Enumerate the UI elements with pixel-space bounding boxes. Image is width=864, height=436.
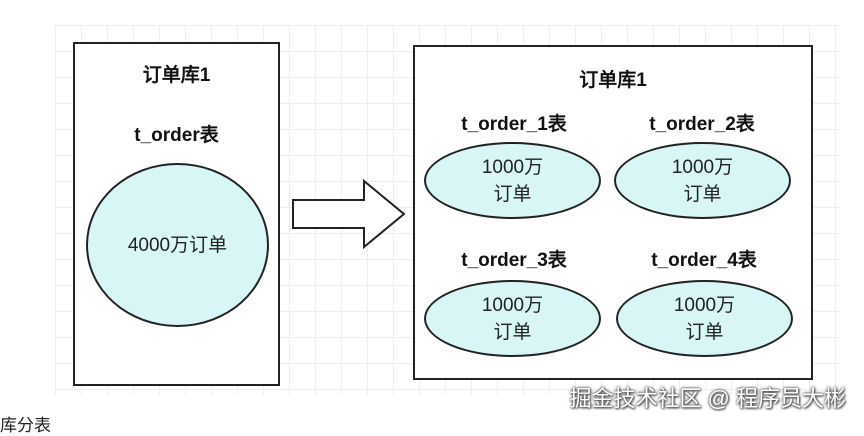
- left-table-ellipse: 4000万订单: [86, 163, 269, 327]
- table-3-orders-count: 1000万: [481, 294, 544, 316]
- left-table-orders: 4000万订单: [127, 234, 228, 256]
- left-database-title: 订单库1: [142, 65, 211, 86]
- table-3-label: t_order_3表: [461, 250, 567, 271]
- table-3-orders-unit: 订单: [493, 321, 532, 343]
- table-4-orders-count: 1000万: [673, 294, 736, 316]
- table-1-orders-count: 1000万: [481, 156, 544, 178]
- caption-fragment: 库分表: [0, 416, 51, 435]
- table-1-orders-unit: 订单: [493, 183, 532, 205]
- table-3-ellipse: 1000万 订单: [424, 280, 601, 357]
- right-arrow-icon: [292, 178, 406, 250]
- left-table-label: t_order表: [134, 125, 219, 146]
- table-1-ellipse: 1000万 订单: [424, 142, 601, 219]
- table-2-orders-count: 1000万: [671, 156, 734, 178]
- table-2-ellipse: 1000万 订单: [614, 142, 791, 219]
- table-2-orders-unit: 订单: [683, 183, 722, 205]
- table-1-label: t_order_1表: [461, 114, 567, 135]
- table-4-orders-unit: 订单: [685, 321, 724, 343]
- table-4-label: t_order_4表: [651, 250, 757, 271]
- watermark: 掘金技术社区 @ 程序员大彬: [569, 386, 846, 411]
- table-4-ellipse: 1000万 订单: [616, 280, 793, 357]
- right-database-title: 订单库1: [579, 70, 647, 91]
- table-2-label: t_order_2表: [649, 114, 755, 135]
